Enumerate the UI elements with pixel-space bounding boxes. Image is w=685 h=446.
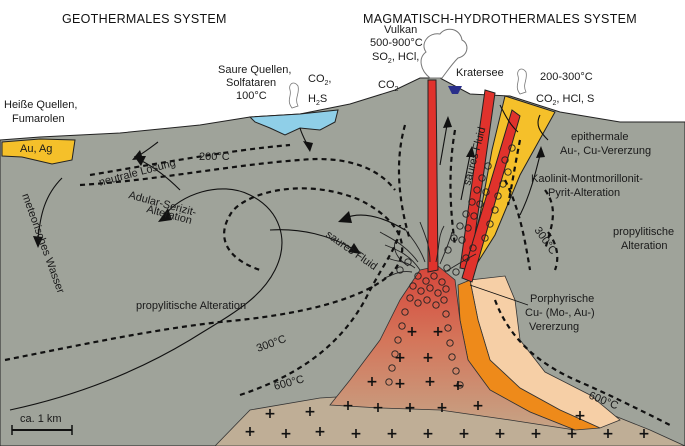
label-iso-200: 200°C (199, 151, 230, 163)
isotherm-200-left (89, 143, 291, 177)
isotherm-right-outer (543, 189, 554, 251)
isotherm-right-arc (504, 179, 532, 271)
svg-text:+: + (394, 350, 406, 366)
label-hot-springs-1: Heiße Quellen, (4, 99, 77, 111)
svg-text:+: + (494, 426, 506, 442)
svg-text:+: + (386, 426, 398, 442)
flow-arrows (9, 104, 549, 411)
svg-text:+: + (424, 374, 436, 390)
svg-text:+: + (452, 378, 464, 394)
svg-text:+: + (366, 374, 378, 390)
au-ag-deposit (1, 138, 76, 165)
svg-text:+: + (574, 408, 586, 424)
label-porphyry-2: Cu- (Mo-, Au-) (525, 307, 595, 319)
svg-text:+: + (472, 398, 484, 414)
label-volcano-3: SO2, HCl, (372, 51, 419, 65)
crater-lake (448, 86, 462, 94)
svg-text:+: + (280, 426, 292, 442)
label-volcano-1: Vulkan (384, 24, 417, 36)
svg-text:+: + (432, 324, 444, 340)
svg-text:+: + (422, 350, 434, 366)
isotherm-300-loop (4, 187, 404, 362)
label-vent-temp: 200-300°C (540, 71, 593, 83)
isotherm-300-right (547, 231, 559, 271)
label-scale: ca. 1 km (20, 413, 62, 425)
isotherm-inner-vent-left (397, 124, 412, 241)
svg-text:+: + (372, 400, 384, 416)
label-co2-left: CO2, (308, 73, 331, 87)
label-vent-gases: CO2, HCl, S (536, 93, 594, 107)
svg-text:+: + (314, 424, 326, 440)
label-kaolinite-1: Kaolinit-Montmorillonit- (531, 173, 643, 185)
breccia-circles (385, 144, 516, 389)
label-crater-lake: Kratersee (456, 67, 504, 79)
label-hot-springs-2: Fumarolen (12, 113, 65, 125)
isotherm-inner-loop (79, 158, 396, 191)
porphyry-leader-line (469, 284, 529, 306)
isotherm-inner-vent-right (449, 129, 457, 246)
label-prop-right-1: propylitische (613, 226, 674, 238)
label-co2-volcano: CO2 (378, 79, 399, 93)
svg-text:+: + (566, 426, 578, 442)
svg-text:+: + (406, 324, 418, 340)
label-volcano-2: 500-900°C (370, 37, 423, 49)
isotherm-600-left (239, 224, 402, 397)
svg-text:+: + (304, 404, 316, 420)
header-left: GEOTHERMALES SYSTEM (62, 12, 227, 26)
svg-text:+: + (394, 376, 406, 392)
label-au-ag: Au, Ag (20, 143, 52, 155)
svg-text:+: + (436, 400, 448, 416)
acid-spring-pool (248, 109, 339, 136)
steam-right (516, 68, 527, 95)
svg-text:+: + (530, 426, 542, 442)
svg-text:+: + (264, 406, 276, 422)
svg-text:+: + (602, 426, 614, 442)
label-epithermal-1: epithermale (571, 131, 628, 143)
svg-text:+: + (342, 398, 354, 414)
vein-central (427, 79, 439, 273)
label-acid-springs-2: Solfataren (226, 77, 276, 89)
svg-text:+: + (404, 400, 416, 416)
svg-text:+: + (350, 426, 362, 442)
label-porphyry-3: Vererzung (529, 321, 579, 333)
label-kaolinite-2: Pyrit-Alteration (548, 187, 620, 199)
volcanic-plume (420, 28, 468, 79)
steam-left (288, 82, 299, 109)
label-porphyry-1: Porphyrische (530, 293, 594, 305)
intrusion-plus-signs: ++ ++ ++++ +++++ +++ ++++ ++++ ++++ (244, 324, 650, 442)
svg-text:+: + (458, 426, 470, 442)
label-prop-left: propylitische Alteration (136, 300, 246, 312)
label-acid-springs-3: 100°C (236, 90, 267, 102)
label-prop-right-2: Alteration (621, 240, 667, 252)
magma-body (329, 265, 576, 431)
vein-outer-right (461, 109, 521, 283)
svg-text:+: + (422, 426, 434, 442)
svg-text:+: + (638, 426, 650, 442)
svg-text:+: + (244, 424, 256, 440)
label-acid-springs-1: Saure Quellen, (218, 64, 291, 76)
label-epithermal-2: Au-, Cu-Vererzung (560, 145, 651, 157)
label-h2s: H2S (308, 93, 327, 107)
isotherm-600-right (493, 299, 671, 426)
header-right: MAGMATISCH-HYDROTHERMALES SYSTEM (363, 12, 637, 26)
